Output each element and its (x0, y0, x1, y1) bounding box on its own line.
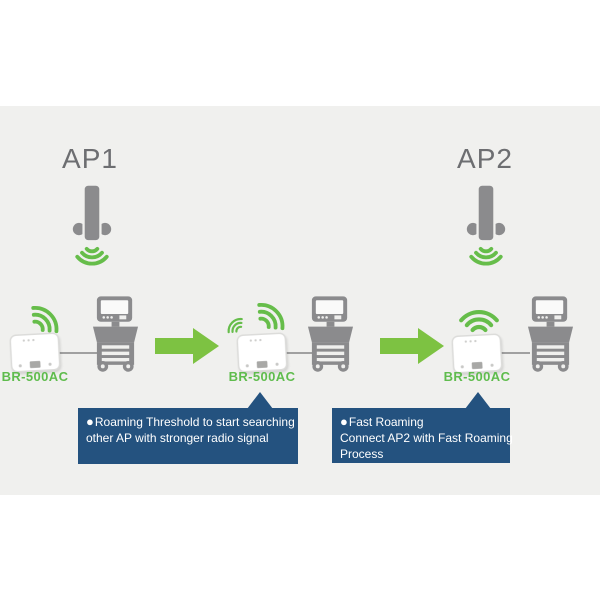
device-label: BR-500AC (1, 369, 69, 384)
callout-text: Roaming Threshold to start searching (94, 415, 295, 429)
callout-roaming-threshold: ●Roaming Threshold to start searching ot… (78, 392, 298, 464)
bullet-icon: ● (86, 414, 94, 429)
network-cable (498, 352, 530, 354)
callout-text: Process (340, 447, 384, 461)
ap2-label: AP2 (457, 143, 513, 174)
wifi-signal-weak-icon (217, 308, 250, 341)
network-cable (55, 352, 103, 354)
br500ac-device-icon (9, 332, 61, 374)
network-cable (280, 352, 312, 354)
br500ac-device-icon (451, 333, 503, 375)
wifi-signal-icon (454, 297, 504, 337)
arrow-right-icon (155, 328, 219, 364)
br500ac-device-icon (236, 332, 288, 374)
callout-pointer (247, 392, 273, 409)
medical-cart-icon (527, 296, 574, 373)
device-label: BR-500AC (443, 369, 511, 384)
wifi-signal-icon (244, 285, 303, 344)
callout-pointer (465, 392, 491, 409)
arrow-right-icon (380, 328, 444, 364)
callout-fast-roaming: ●Fast Roaming Connect AP2 with Fast Roam… (332, 392, 513, 463)
ap1-label: AP1 (62, 143, 118, 174)
callout-text: other AP with stronger radio signal (86, 431, 269, 445)
ap1-access-point-icon (69, 183, 115, 269)
bullet-icon: ● (340, 414, 348, 429)
callout-text: Fast Roaming (348, 415, 424, 429)
ap2-access-point-icon (463, 183, 509, 269)
device-label: BR-500AC (228, 369, 296, 384)
wifi-signal-icon (18, 288, 77, 347)
callout-text: Connect AP2 with Fast Roaming (340, 431, 513, 445)
medical-cart-icon (307, 296, 354, 373)
medical-cart-icon (92, 296, 139, 373)
